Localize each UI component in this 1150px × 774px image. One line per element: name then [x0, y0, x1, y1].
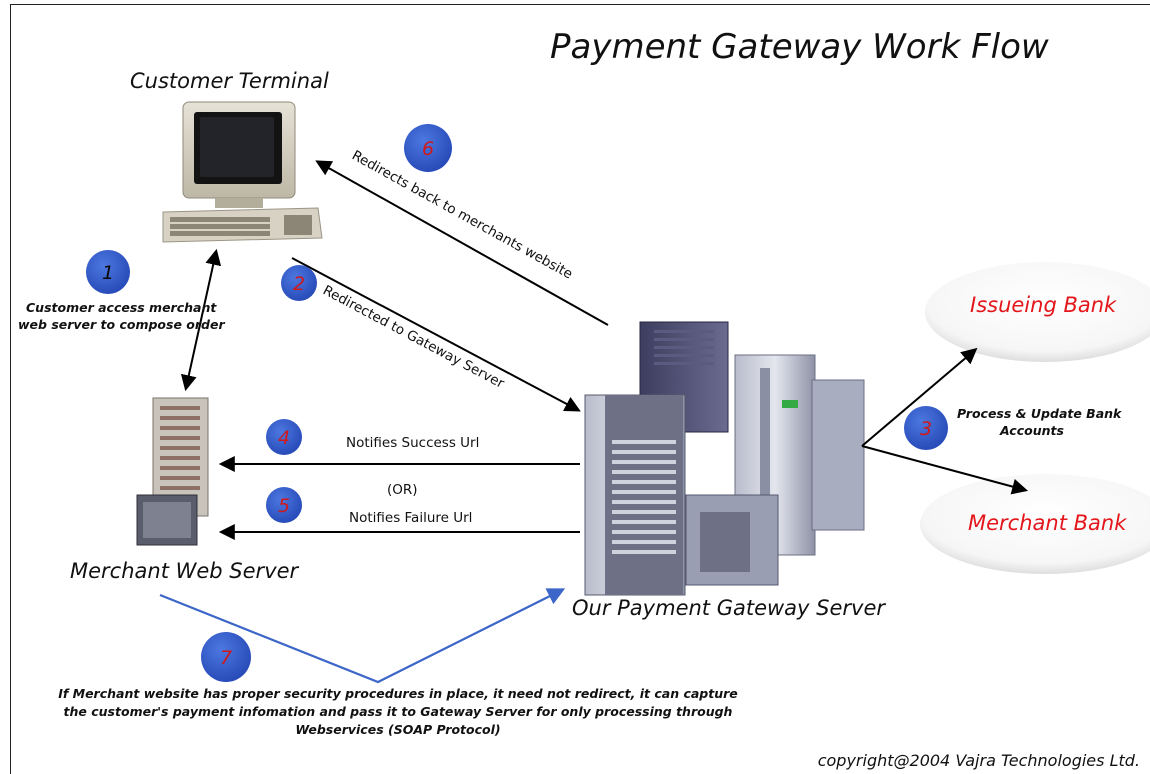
step-3-label-line-2: Accounts: [999, 423, 1064, 438]
arrow-step-3-merchant: [861, 445, 1029, 495]
step-badge-3: 3: [904, 406, 948, 450]
svg-text:5: 5: [278, 495, 290, 517]
issuing-bank-shape: Issueing Bank: [925, 262, 1150, 362]
diagram-title: Payment Gateway Work Flow: [550, 27, 1049, 67]
step-7-label-line-1: If Merchant website has proper security …: [58, 686, 738, 701]
merchant-bank-label: Merchant Bank: [968, 511, 1127, 535]
arrow-step-6: [315, 160, 609, 326]
merchant-bank-shape: Merchant Bank: [920, 474, 1150, 574]
step-7-label-line-3: Webservices (SOAP Protocol): [295, 722, 500, 737]
svg-text:6: 6: [422, 138, 434, 160]
step-1-label-line-1: Customer access merchant: [26, 300, 217, 315]
merchant-web-server-label: Merchant Web Server: [70, 559, 300, 583]
step-badge-7: 7: [201, 632, 251, 682]
svg-text:7: 7: [220, 647, 232, 669]
step-badge-6: 6: [404, 124, 452, 172]
copyright-text: copyright@2004 Vajra Technologies Ltd.: [818, 751, 1140, 770]
step-7-label-line-2: the customer's payment infomation and pa…: [64, 704, 733, 719]
step-5-label: Notifies Failure Url: [349, 510, 472, 526]
svg-text:3: 3: [920, 418, 932, 440]
customer-terminal-label: Customer Terminal: [130, 69, 329, 93]
step-6-label: Redirects back to merchants website: [349, 148, 575, 283]
step-badge-4: 4: [266, 419, 302, 455]
svg-text:1: 1: [102, 262, 114, 284]
diagram-frame: [10, 4, 1150, 774]
svg-text:4: 4: [278, 427, 290, 449]
arrow-step-7: [159, 588, 566, 684]
step-3-label-line-1: Process & Update Bank: [957, 406, 1122, 421]
arrow-step-3-issuing: [861, 347, 978, 447]
step-badge-2: 2: [281, 265, 317, 301]
server-rack-icon: [136, 397, 209, 546]
step-badge-5: 5: [266, 487, 302, 523]
gateway-server-label: Our Payment Gateway Server: [572, 596, 886, 620]
step-2-label: Redirected to Gateway Server: [320, 282, 507, 392]
step-4-label: Notifies Success Url: [346, 435, 479, 451]
svg-text:2: 2: [293, 273, 305, 295]
desktop-computer-icon: [162, 101, 323, 243]
server-cluster-icon: [584, 321, 865, 596]
step-badge-1: 1: [86, 250, 130, 294]
step-1-label-line-2: web server to compose order: [18, 317, 225, 332]
arrow-step-1: [180, 248, 222, 392]
arrow-step-2: [291, 257, 581, 412]
or-label: (OR): [387, 482, 418, 498]
issuing-bank-label: Issueing Bank: [970, 293, 1117, 317]
